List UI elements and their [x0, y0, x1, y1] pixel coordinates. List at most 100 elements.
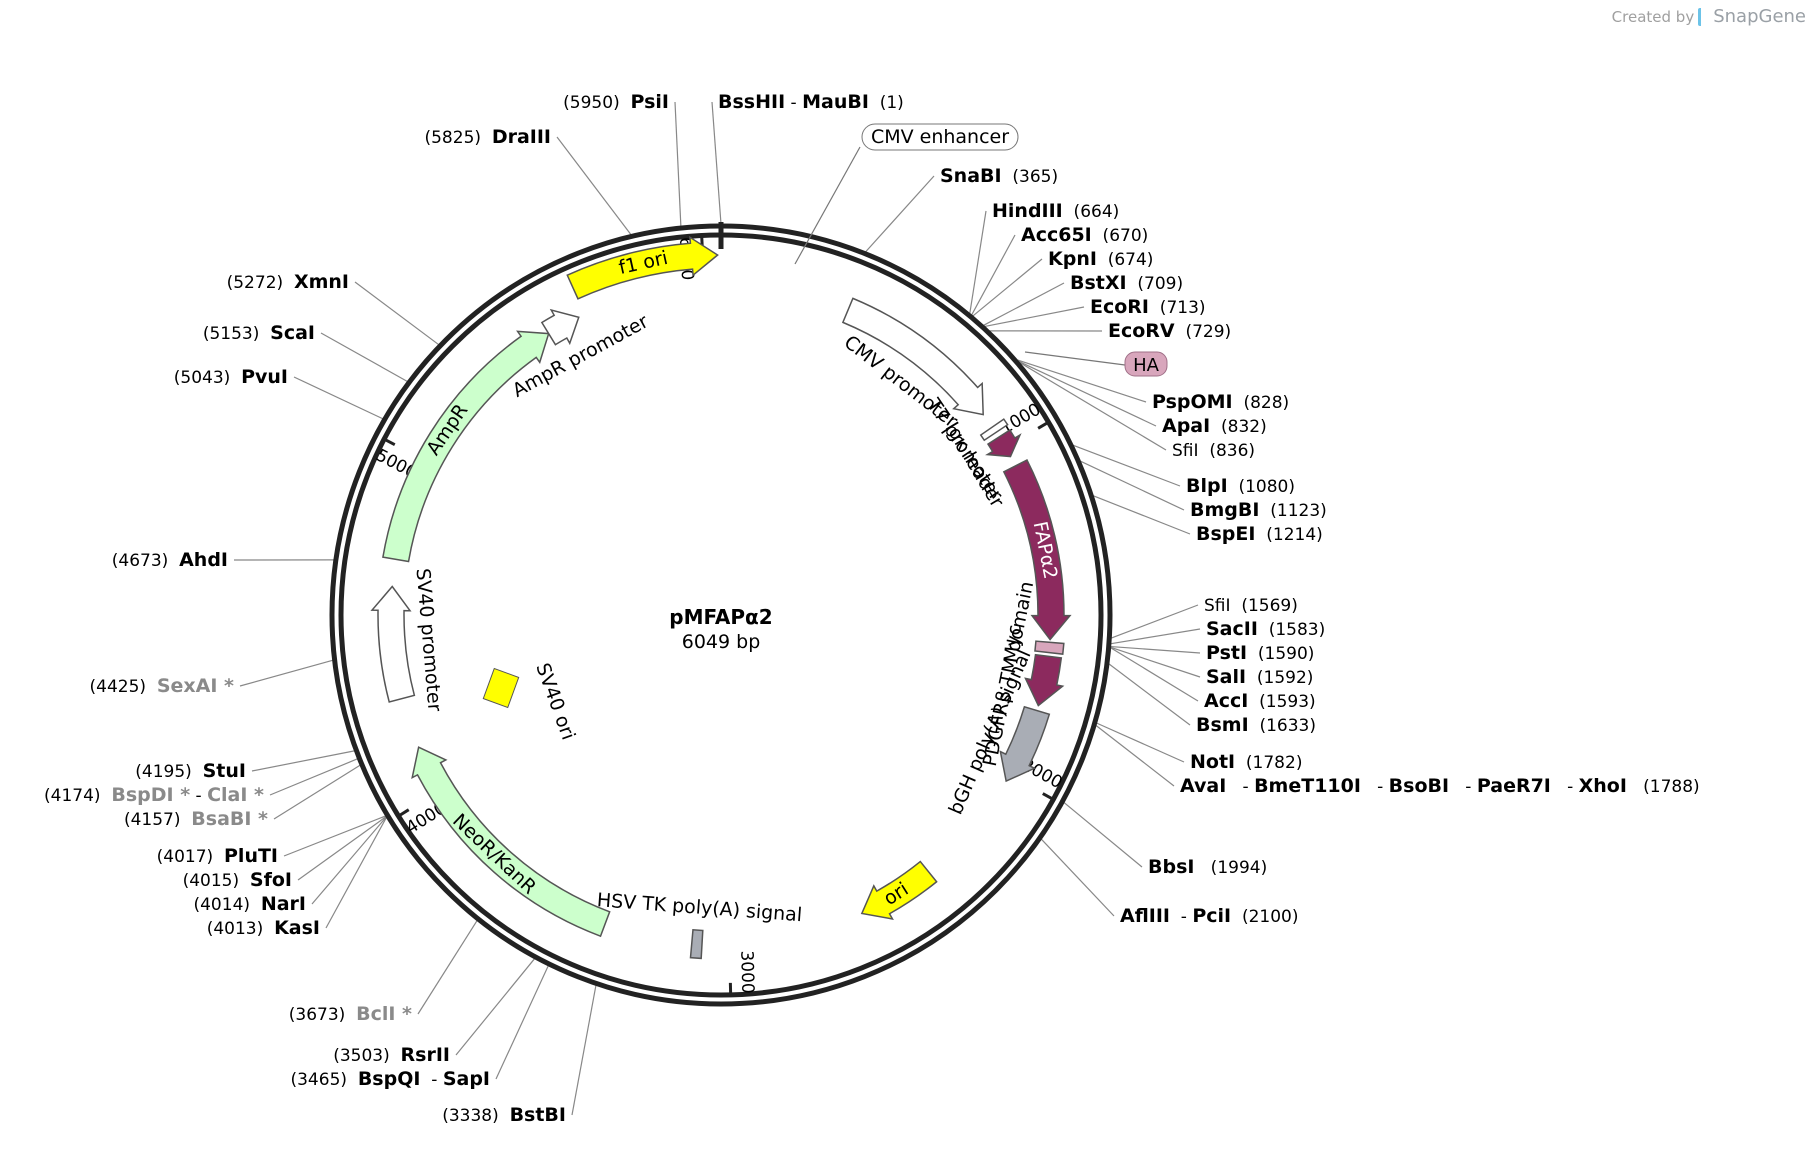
feature-label-sv40-promoter: SV40 promoter — [412, 567, 446, 712]
site-ahdi-label[interactable]: (4673) AhdI — [112, 549, 228, 571]
site-bsshii-label[interactable]: BssHII - MauBI (1) — [718, 91, 904, 113]
feature-label-f1-ori: f1 ori — [617, 247, 670, 279]
site-bsmi-line — [1109, 664, 1190, 725]
site-snabi-line — [866, 176, 934, 252]
site-sfoi-label[interactable]: (4015) SfoI — [183, 869, 292, 891]
feature-shape-myc — [1035, 641, 1064, 654]
tick-label: 3000 — [736, 950, 757, 994]
plasmid-size: 6049 bp — [682, 631, 761, 653]
feature-label-ha: HA — [1133, 355, 1160, 376]
site-blpi-label[interactable]: BlpI (1080) — [1186, 475, 1295, 497]
site-hindiii-line — [970, 211, 986, 313]
site-afliii-label[interactable]: AflIII - PciI (2100) — [1120, 905, 1298, 927]
site-sacii-line — [1111, 629, 1200, 644]
snapgene-credit: Created by SnapGene — [1612, 6, 1806, 27]
site-kpni-label[interactable]: KpnI (674) — [1048, 248, 1153, 270]
site-ecorv-label[interactable]: EcoRV (729) — [1108, 320, 1231, 342]
feature-shape-sv40-ori — [483, 669, 518, 708]
site-sfii-2-line — [1111, 605, 1198, 638]
site-noti-label[interactable]: NotI (1782) — [1190, 751, 1302, 773]
site-psii-label[interactable]: (5950) PsiI — [563, 91, 669, 113]
site-nari-label[interactable]: (4014) NarI — [193, 893, 306, 915]
site-kpni-line — [973, 259, 1042, 316]
site-scai-line — [321, 333, 407, 381]
site-avai-label[interactable]: AvaI - BmeT110I - BsoBI - PaeR7I - XhoI … — [1180, 775, 1700, 797]
credit-brand: SnapGene — [1713, 6, 1806, 27]
site-rsrii-label[interactable]: (3503) RsrII — [333, 1044, 450, 1066]
site-bstbi-label[interactable]: (3338) BstBI — [442, 1104, 566, 1126]
feature-label-cmv-enhancer: CMV enhancer — [871, 126, 1009, 148]
feature-hsv-tk-polya[interactable]: HSV TK poly(A) signal — [596, 889, 803, 958]
site-draiii-line — [557, 137, 631, 235]
site-ecori-label[interactable]: EcoRI (713) — [1090, 296, 1206, 318]
site-acc65i-line — [972, 235, 1015, 315]
site-pvui-line — [294, 377, 383, 419]
site-apai-label[interactable]: ApaI (832) — [1162, 415, 1267, 437]
site-bstxi-label[interactable]: BstXI (709) — [1070, 272, 1183, 294]
site-hindiii-label[interactable]: HindIII (664) — [992, 200, 1119, 222]
site-bsshii-line — [712, 102, 721, 224]
feature-ori[interactable]: ori — [862, 862, 937, 919]
site-afliii-line — [1041, 839, 1114, 916]
site-sfii-2-label[interactable]: SfiI (1569) — [1204, 596, 1298, 616]
site-bbsi-line — [1064, 803, 1142, 867]
site-acc65i-label[interactable]: Acc65I (670) — [1021, 224, 1148, 246]
site-avai-line — [1096, 725, 1174, 786]
site-psti-label[interactable]: PstI (1590) — [1206, 642, 1314, 664]
feature-sv40-ori[interactable]: SV40 ori — [483, 660, 579, 743]
site-pvui-label[interactable]: (5043) PvuI — [174, 366, 288, 388]
site-scai-label[interactable]: (5153) ScaI — [203, 322, 315, 344]
site-sali-label[interactable]: SalI (1592) — [1206, 666, 1313, 688]
site-bsabi-label[interactable]: (4157) BsaBI * — [124, 808, 268, 830]
site-bcli-label[interactable]: (3673) BclI * — [289, 1003, 412, 1025]
site-draiii-label[interactable]: (5825) DraIII — [424, 126, 551, 148]
site-sexai-line — [240, 660, 333, 686]
site-bspqi-line — [496, 966, 548, 1079]
site-stui-line — [252, 751, 354, 771]
site-bsmi-label[interactable]: BsmI (1633) — [1196, 714, 1316, 736]
site-bspei-label[interactable]: BspEI (1214) — [1196, 523, 1323, 545]
site-snabi-label[interactable]: SnaBI (365) — [940, 165, 1058, 187]
credit-created-by: Created by — [1612, 8, 1695, 26]
site-acci-label[interactable]: AccI (1593) — [1204, 690, 1316, 712]
site-bbsi-label[interactable]: BbsI (1994) — [1148, 856, 1267, 878]
site-bmgbi-label[interactable]: BmgBI (1123) — [1190, 499, 1327, 521]
site-bspqi-label[interactable]: (3465) BspQI - SapI — [290, 1068, 490, 1090]
snapgene-logo-icon — [1698, 8, 1709, 26]
feature-label-sv40-ori: SV40 ori — [531, 660, 579, 743]
feature-arrow-neo-kan — [412, 747, 609, 936]
callout-line — [1025, 352, 1125, 365]
feature-ampr[interactable]: AmpR — [383, 331, 549, 561]
site-kasi-line — [326, 817, 386, 928]
plasmid-name: pMFAPα2 — [669, 605, 772, 629]
feature-label-hsv-tk-polya: HSV TK poly(A) signal — [596, 889, 803, 926]
feature-shape-hsv-tk-polya — [690, 930, 702, 959]
feature-sv40-promoter[interactable]: SV40 promoter — [372, 567, 446, 712]
site-psii-line — [675, 102, 681, 226]
site-bstbi-line — [572, 985, 596, 1115]
site-kasi-label[interactable]: (4013) KasI — [207, 917, 320, 939]
site-sexai-label[interactable]: (4425) SexAI * — [90, 675, 235, 697]
site-bsabi-line — [274, 765, 360, 819]
site-bspei-line — [1093, 496, 1190, 534]
site-rsrii-line — [456, 959, 535, 1055]
site-bcli-line — [418, 921, 477, 1014]
feature-label-igk-leader: Igκ leader — [941, 418, 1009, 511]
feature-ha[interactable]: HA — [1025, 352, 1167, 376]
site-xmni-line — [355, 282, 439, 345]
site-noti-line — [1097, 723, 1184, 762]
feature-arrow-ampr — [383, 331, 549, 561]
site-stui-label[interactable]: (4195) StuI — [135, 760, 246, 782]
site-pluti-label[interactable]: (4017) PluTI — [157, 845, 278, 867]
feature-neo-kan[interactable]: NeoR/KanR — [412, 747, 609, 936]
site-sfoi-line — [298, 817, 386, 880]
site-bspdi-label[interactable]: (4174) BspDI * - ClaI * — [44, 784, 264, 806]
site-sacii-label[interactable]: SacII (1583) — [1206, 618, 1325, 640]
site-xmni-label[interactable]: (5272) XmnI — [227, 271, 349, 293]
site-pspomi-label[interactable]: PspOMI (828) — [1152, 391, 1289, 413]
site-sfii-1-label[interactable]: SfiI (836) — [1172, 441, 1255, 461]
feature-igk-leader[interactable]: Igκ leader — [941, 418, 1020, 511]
feature-label-neo-kan: NeoR/KanR — [448, 810, 540, 899]
